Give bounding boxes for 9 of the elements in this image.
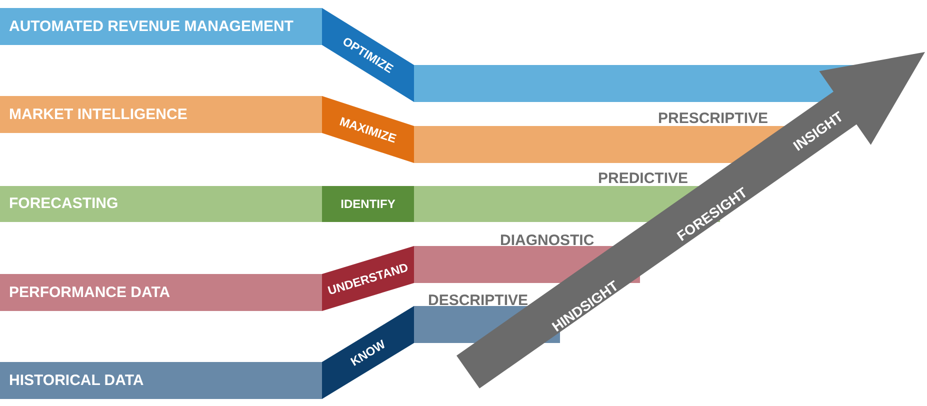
band-label: MARKET INTELLIGENCE — [9, 106, 188, 122]
band-label: HISTORICAL DATA — [9, 372, 144, 388]
stage-label: DIAGNOSTIC — [500, 232, 594, 249]
band-label: AUTOMATED REVENUE MANAGEMENT — [9, 18, 294, 34]
stage-label: PRESCRIPTIVE — [658, 110, 768, 127]
stage-label: PREDICTIVE — [598, 170, 688, 187]
stage-label: DESCRIPTIVE — [428, 292, 528, 309]
action-tag-label: IDENTIFY — [340, 198, 396, 210]
band-label: PERFORMANCE DATA — [9, 284, 170, 300]
